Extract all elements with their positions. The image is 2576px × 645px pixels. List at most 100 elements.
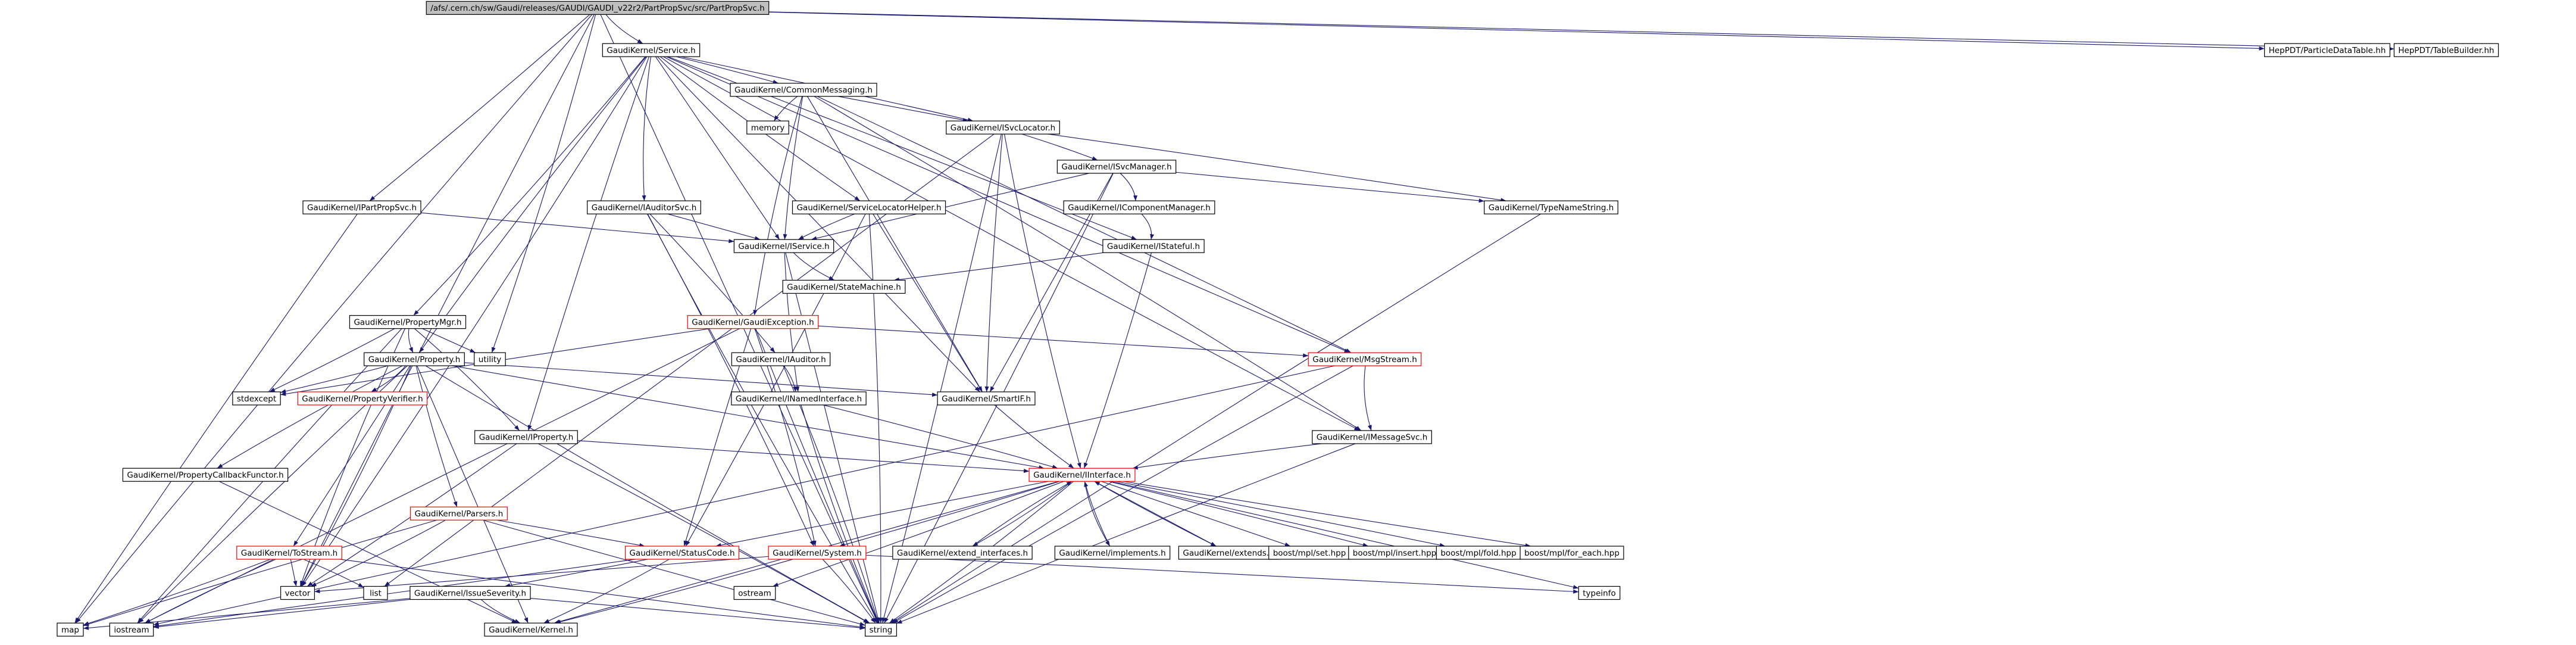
node-tostream[interactable]: GaudiKernel/ToStream.h (236, 546, 342, 560)
node-isvcmanager[interactable]: GaudiKernel/ISvcManager.h (1056, 160, 1177, 174)
node-label: GaudiKernel/TypeNameString.h (1489, 203, 1614, 213)
node-label: string (870, 625, 893, 635)
node-inamedinterface[interactable]: GaudiKernel/INamedInterface.h (731, 391, 867, 406)
node-list[interactable]: list (363, 585, 388, 600)
node-string[interactable]: string (865, 622, 897, 637)
node-mpl-set[interactable]: boost/mpl/set.hpp (1268, 546, 1350, 560)
node-system[interactable]: GaudiKernel/System.h (768, 546, 867, 560)
node-typenamestring[interactable]: GaudiKernel/TypeNameString.h (1484, 200, 1618, 214)
node-ipartpropsvc[interactable]: GaudiKernel/IPartPropSvc.h (302, 200, 421, 214)
node-label: GaudiKernel/IssueSeverity.h (414, 588, 526, 598)
arrowhead (1092, 156, 1098, 160)
node-stdexcept[interactable]: stdexcept (232, 391, 281, 406)
node-box (730, 83, 877, 97)
edge-tostream-to-map (83, 559, 271, 625)
arrowhead (1367, 425, 1372, 431)
edge-service-to-property (418, 56, 646, 353)
arrowhead (984, 386, 989, 392)
node-istateful[interactable]: GaudiKernel/IStateful.h (1102, 239, 1205, 253)
node-isvclocator[interactable]: GaudiKernel/ISvcLocator.h (946, 120, 1060, 135)
edge-property-to-propertyverifier (371, 365, 406, 392)
node-propertycallback[interactable]: GaudiKernel/PropertyCallbackFunctor.h (122, 468, 289, 482)
arrowhead (1478, 198, 1484, 203)
node-kernel[interactable]: GaudiKernel/Kernel.h (484, 622, 578, 637)
node-iauditor[interactable]: GaudiKernel/IAuditor.h (731, 352, 831, 366)
node-msgstream[interactable]: GaudiKernel/MsgStream.h (1308, 352, 1422, 366)
node-label: GaudiKernel/extends.h (1183, 549, 1274, 558)
node-box (232, 391, 281, 406)
node-pdt-builder[interactable]: HepPDT/TableBuilder.hh (2393, 43, 2499, 57)
node-property[interactable]: GaudiKernel/Property.h (364, 352, 465, 366)
node-typeinfo[interactable]: typeinfo (1578, 585, 1621, 600)
node-propertymgr[interactable]: GaudiKernel/PropertyMgr.h (349, 315, 467, 329)
node-label: GaudiKernel/IPartPropSvc.h (307, 203, 417, 213)
edge-propertymgr-to-utility (422, 328, 476, 353)
node-implements[interactable]: GaudiKernel/implements.h (1054, 546, 1171, 560)
edge-iservice-to-statemachine (793, 252, 834, 281)
node-label: stdexcept (237, 394, 276, 404)
edge-extends-to-iinterface (1094, 481, 1217, 547)
arrowhead (83, 625, 89, 630)
arrowhead (269, 387, 276, 392)
arrowhead (74, 617, 80, 624)
node-statemachine[interactable]: GaudiKernel/StateMachine.h (782, 279, 906, 294)
edge-isvclocator-to-typenamestring (1048, 133, 1506, 201)
edge-service-to-imessagesvc (663, 56, 1360, 431)
arrowhead (514, 425, 520, 431)
node-mpl-insert[interactable]: boost/mpl/insert.hpp (1348, 546, 1441, 560)
node-memory[interactable]: memory (746, 120, 789, 135)
node-label: GaudiKernel/IProperty.h (479, 433, 574, 443)
node-label: HepPDT/TableBuilder.hh (2398, 46, 2494, 55)
arrowhead (889, 618, 895, 624)
node-extend-interfaces[interactable]: GaudiKernel/extend_interfaces.h (892, 546, 1033, 560)
node-label: GaudiKernel/Parsers.h (415, 509, 504, 519)
node-root[interactable]: /afs/.cern.ch/sw/Gaudi/releases/GAUDI/GA… (426, 1, 770, 15)
node-iostream[interactable]: iostream (109, 622, 154, 637)
graph-nodes: /afs/.cern.ch/sw/Gaudi/releases/GAUDI/GA… (57, 1, 2499, 637)
node-mpl-fold[interactable]: boost/mpl/fold.hpp (1436, 546, 1521, 560)
edge-servicelocatorhelper-to-string (868, 214, 881, 624)
node-label: boost/mpl/fold.hpp (1440, 549, 1516, 558)
node-statuscode[interactable]: GaudiKernel/StatusCode.h (624, 546, 740, 560)
edge-gaudiexception-to-string (755, 328, 879, 624)
node-box (1578, 585, 1621, 600)
edge-tostream-to-iostream (145, 559, 276, 624)
edge-tostream-to-list (303, 559, 364, 588)
node-service[interactable]: GaudiKernel/Service.h (602, 43, 701, 57)
node-label: GaudiKernel/ISvcManager.h (1061, 163, 1171, 172)
node-box (946, 120, 1060, 135)
node-smartif[interactable]: GaudiKernel/SmartIF.h (937, 391, 1036, 406)
node-extends[interactable]: GaudiKernel/extends.h (1178, 546, 1279, 560)
node-ostream[interactable]: ostream (733, 585, 776, 600)
node-common-messaging[interactable]: GaudiKernel/CommonMessaging.h (730, 83, 877, 97)
arrowhead (753, 310, 758, 316)
edge-iinterface-to-statuscode (715, 481, 1049, 547)
node-pdt-table[interactable]: HepPDT/ParticleDataTable.hh (2264, 43, 2390, 57)
edge-iproperty-to-iinterface (577, 440, 1030, 472)
arrowhead (83, 621, 89, 625)
node-map[interactable]: map (57, 622, 84, 637)
node-icomponentmanager[interactable]: GaudiKernel/IComponentManager.h (1063, 200, 1215, 214)
node-imessagesvc[interactable]: GaudiKernel/IMessageSvc.h (1312, 430, 1432, 444)
edge-iproperty-to-string (538, 443, 869, 624)
node-label: GaudiKernel/INamedInterface.h (736, 394, 862, 404)
edge-common_messaging-to-isvclocator (838, 96, 968, 121)
node-utility[interactable]: utility (474, 352, 506, 366)
node-propertyverifier[interactable]: GaudiKernel/PropertyVerifier.h (297, 391, 428, 406)
arrowhead (409, 347, 414, 353)
node-gaudiexception[interactable]: GaudiKernel/GaudiException.h (687, 315, 819, 329)
node-iproperty[interactable]: GaudiKernel/IProperty.h (474, 430, 578, 444)
node-label: GaudiKernel/ToStream.h (241, 549, 337, 558)
node-iauditorsvc[interactable]: GaudiKernel/IAuditorSvc.h (587, 200, 701, 214)
node-iinterface[interactable]: GaudiKernel/IInterface.h (1028, 468, 1136, 482)
edge-iauditorsvc-to-system (647, 213, 814, 547)
arrowhead (217, 463, 223, 469)
node-servicelocatorhelper[interactable]: GaudiKernel/ServiceLocatorHelper.h (792, 200, 946, 214)
node-iservice[interactable]: GaudiKernel/IService.h (733, 239, 834, 253)
node-mpl-for-each[interactable]: boost/mpl/for_each.hpp (1520, 546, 1624, 560)
arrowhead (829, 276, 834, 281)
node-vector[interactable]: vector (280, 585, 315, 600)
node-issueseverity[interactable]: GaudiKernel/IssueSeverity.h (409, 585, 531, 600)
edge-msgstream-to-string (892, 365, 1353, 624)
node-parsers[interactable]: GaudiKernel/Parsers.h (410, 506, 508, 521)
